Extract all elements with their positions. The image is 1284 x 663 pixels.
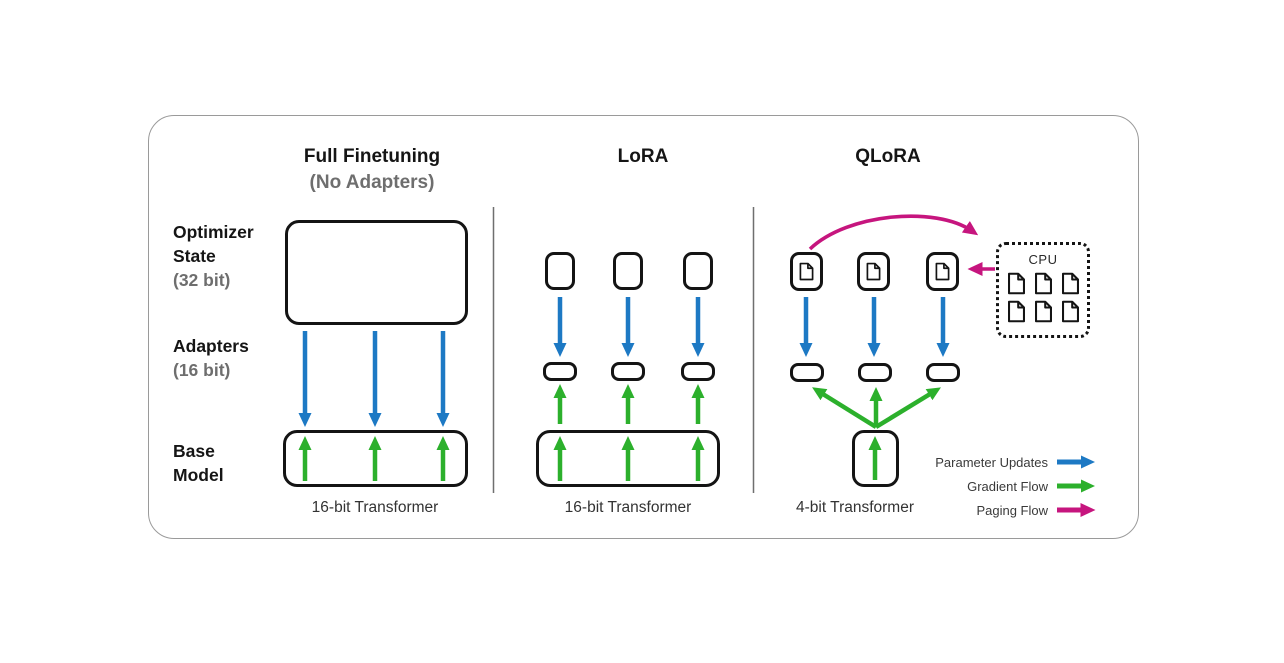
document-icon: [1061, 300, 1080, 323]
caption-lora: 16-bit Transformer: [564, 499, 692, 516]
legend-label-paging-flow: Paging Flow: [976, 503, 1048, 518]
base-model-box-qlora: [852, 430, 899, 487]
document-icon: [799, 262, 814, 281]
column-title-full-finetuning: Full Finetuning: [303, 146, 441, 167]
row-label-adapters: Adapters (16 bit): [173, 334, 249, 382]
optimizer-state-box-full: [285, 220, 468, 325]
caption-qlora: 4-bit Transformer: [795, 499, 915, 516]
document-icon: [935, 262, 950, 281]
adapters-precision-label: (16 bit): [173, 360, 231, 380]
column-title-qlora: QLoRA: [855, 146, 921, 167]
optimizer-precision-label: (32 bit): [173, 270, 231, 290]
cpu-memory-box: CPU: [996, 242, 1090, 338]
cpu-label: CPU: [1028, 252, 1058, 267]
document-icon: [1034, 300, 1053, 323]
adapter-box-lora: [611, 362, 645, 381]
base-model-box-full: [283, 430, 468, 487]
column-subtitle-no-adapters: (No Adapters): [309, 172, 435, 193]
document-icon: [866, 262, 881, 281]
optimizer-label-line1: Optimizer: [173, 222, 254, 242]
legend-label-gradient-flow: Gradient Flow: [967, 479, 1048, 494]
base-model-box-lora: [536, 430, 720, 487]
document-icon: [1007, 272, 1026, 295]
adapter-box-qlora: [790, 363, 824, 382]
adapter-box-qlora: [858, 363, 892, 382]
caption-full-finetuning: 16-bit Transformer: [311, 499, 439, 516]
paged-optimizer-box-qlora: [926, 252, 959, 291]
optimizer-label-line2: State: [173, 246, 216, 266]
document-icon: [1061, 272, 1080, 295]
paged-optimizer-box-qlora: [790, 252, 823, 291]
legend-label-parameter-updates: Parameter Updates: [935, 455, 1048, 470]
base-model-label-line2: Model: [173, 465, 224, 485]
paged-optimizer-box-qlora: [857, 252, 890, 291]
optimizer-state-box-lora: [545, 252, 575, 290]
document-icon: [1034, 272, 1053, 295]
adapter-box-lora: [681, 362, 715, 381]
cpu-page-grid: [1007, 272, 1080, 323]
adapter-box-qlora: [926, 363, 960, 382]
base-model-label-line1: Base: [173, 441, 215, 461]
adapters-label-line1: Adapters: [173, 336, 249, 356]
optimizer-state-box-lora: [683, 252, 713, 290]
adapter-box-lora: [543, 362, 577, 381]
column-title-lora: LoRA: [617, 146, 669, 167]
optimizer-state-box-lora: [613, 252, 643, 290]
row-label-optimizer-state: Optimizer State (32 bit): [173, 220, 254, 292]
row-label-base-model: Base Model: [173, 439, 224, 487]
document-icon: [1007, 300, 1026, 323]
